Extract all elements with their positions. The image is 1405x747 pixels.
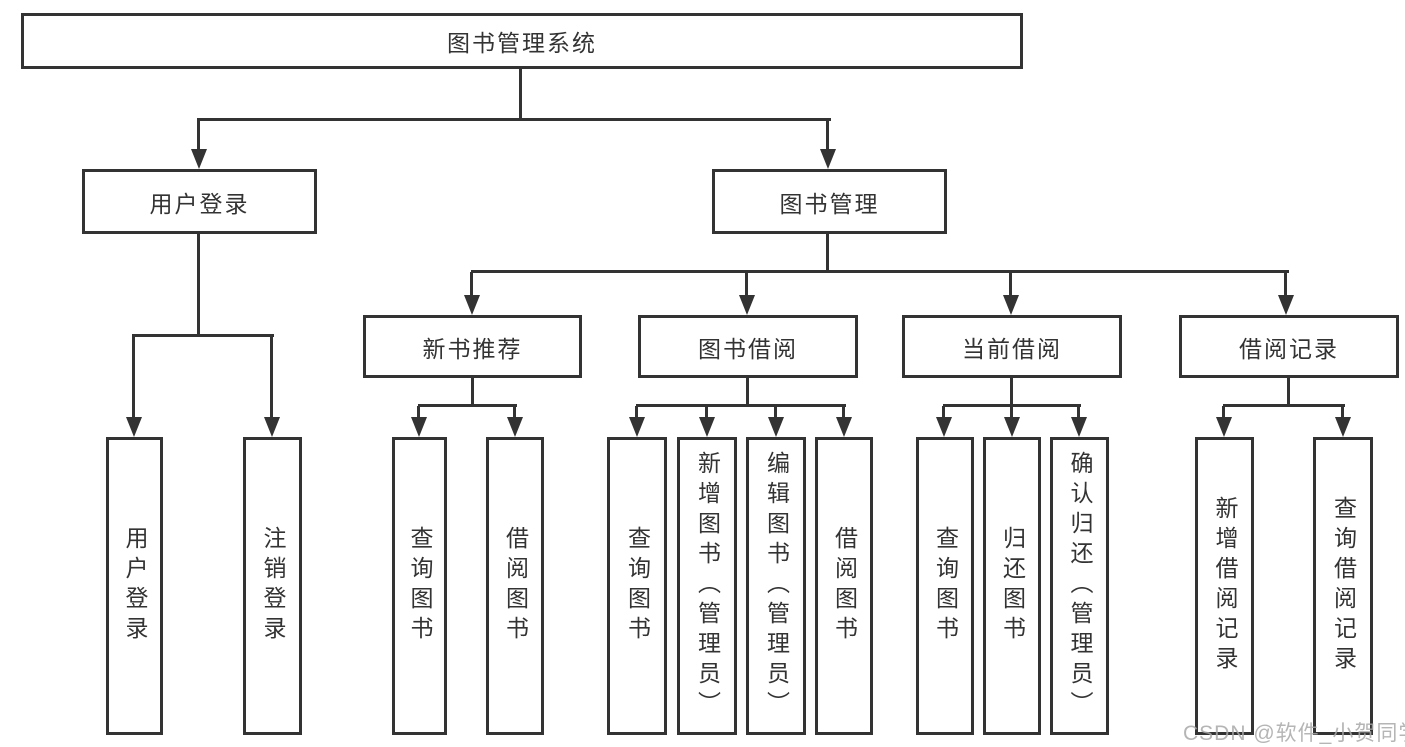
leaf-label: 确认归还（管理员） <box>1067 451 1093 721</box>
arrow-to-bb-edit <box>768 406 784 437</box>
arrow-to-current-borrowing <box>1003 272 1019 315</box>
leaf-label: 借阅图书 <box>831 526 858 646</box>
leaf-label: 注销登录 <box>260 526 286 646</box>
connector-book-mgmt-stem <box>826 233 829 272</box>
arrow-to-leaf-logout <box>264 336 280 437</box>
leaf-label: 借阅图书 <box>502 526 529 646</box>
arrow-to-bb-query <box>629 406 645 437</box>
leaf-current-confirm-return-admin: 确认归还（管理员） <box>1050 437 1109 735</box>
csdn-watermark: CSDN @软件_小贺同学 <box>1183 722 1405 745</box>
node-label: 当前借阅 <box>962 335 1062 362</box>
connector-new-books-stem <box>471 378 474 406</box>
connector-records-stem <box>1287 378 1290 406</box>
leaf-label: 用户登录 <box>122 526 148 646</box>
arrow-to-rec-add <box>1216 406 1232 437</box>
connector-user-login-stem <box>197 233 200 336</box>
leaf-label: 编辑图书（管理员） <box>763 451 790 721</box>
connector-root-rail <box>197 118 831 121</box>
arrow-to-user-login <box>191 119 207 169</box>
leaf-newbooks-query-books: 查询图书 <box>392 437 447 735</box>
arrow-to-cb-confirm <box>1071 406 1087 437</box>
node-label: 用户登录 <box>149 190 250 217</box>
node-new-book-recommend: 新书推荐 <box>363 315 582 378</box>
leaf-label: 新增图书（管理员） <box>694 451 721 721</box>
node-library-management-system: 图书管理系统 <box>21 13 1023 69</box>
node-label: 图书借阅 <box>698 335 798 362</box>
leaf-borrowing-query-books: 查询图书 <box>607 437 667 735</box>
node-user-login: 用户登录 <box>82 169 317 234</box>
leaf-label: 查询图书 <box>407 526 433 646</box>
leaf-label: 查询图书 <box>932 526 959 646</box>
leaf-logout-login: 注销登录 <box>243 437 302 735</box>
leaf-label: 查询图书 <box>624 526 651 646</box>
node-current-borrowing: 当前借阅 <box>902 315 1122 378</box>
connector-current-rail <box>943 404 1081 407</box>
leaf-current-return-books: 归还图书 <box>983 437 1041 735</box>
leaf-borrowing-borrow-books: 借阅图书 <box>815 437 873 735</box>
arrow-to-bb-add <box>699 406 715 437</box>
connector-user-login-rail <box>132 334 274 337</box>
connector-current-stem <box>1010 378 1013 406</box>
leaf-borrowing-add-books-admin: 新增图书（管理员） <box>677 437 737 735</box>
arrow-to-new-book-recommend <box>464 272 480 315</box>
arrow-to-book-borrowing <box>739 272 755 315</box>
arrow-to-borrowing-records <box>1278 272 1294 315</box>
leaf-borrowing-edit-books-admin: 编辑图书（管理员） <box>746 437 806 735</box>
leaf-current-query-books: 查询图书 <box>916 437 974 735</box>
leaf-label: 查询借阅记录 <box>1330 496 1357 676</box>
connector-book-mgmt-rail <box>471 270 1289 273</box>
leaf-newbooks-borrow-books: 借阅图书 <box>486 437 544 735</box>
leaf-records-query-record: 查询借阅记录 <box>1313 437 1373 735</box>
connector-records-rail <box>1223 404 1345 407</box>
arrow-to-nb-query <box>411 406 427 437</box>
arrow-to-book-management <box>820 119 836 169</box>
arrow-to-leaf-user-login <box>126 336 142 437</box>
arrow-to-nb-borrow <box>507 406 523 437</box>
leaf-label: 新增借阅记录 <box>1212 496 1238 676</box>
leaf-records-add-record: 新增借阅记录 <box>1195 437 1254 735</box>
arrow-to-cb-query <box>936 406 952 437</box>
connector-borrow-rail <box>636 404 846 407</box>
connector-root-stem <box>519 68 522 121</box>
node-label: 图书管理系统 <box>447 30 597 56</box>
node-label: 图书管理 <box>779 190 880 217</box>
arrow-to-rec-query <box>1335 406 1351 437</box>
node-label: 借阅记录 <box>1239 335 1339 362</box>
arrow-to-cb-return <box>1004 406 1020 437</box>
connector-borrow-stem <box>746 378 749 406</box>
node-label: 新书推荐 <box>422 335 523 362</box>
node-book-borrowing: 图书借阅 <box>638 315 858 378</box>
connector-new-books-rail <box>418 404 517 407</box>
leaf-user-login: 用户登录 <box>106 437 163 735</box>
arrow-to-bb-borrow <box>836 406 852 437</box>
leaf-label: 归还图书 <box>999 526 1026 646</box>
node-borrowing-records: 借阅记录 <box>1179 315 1399 378</box>
node-book-management: 图书管理 <box>712 169 947 234</box>
